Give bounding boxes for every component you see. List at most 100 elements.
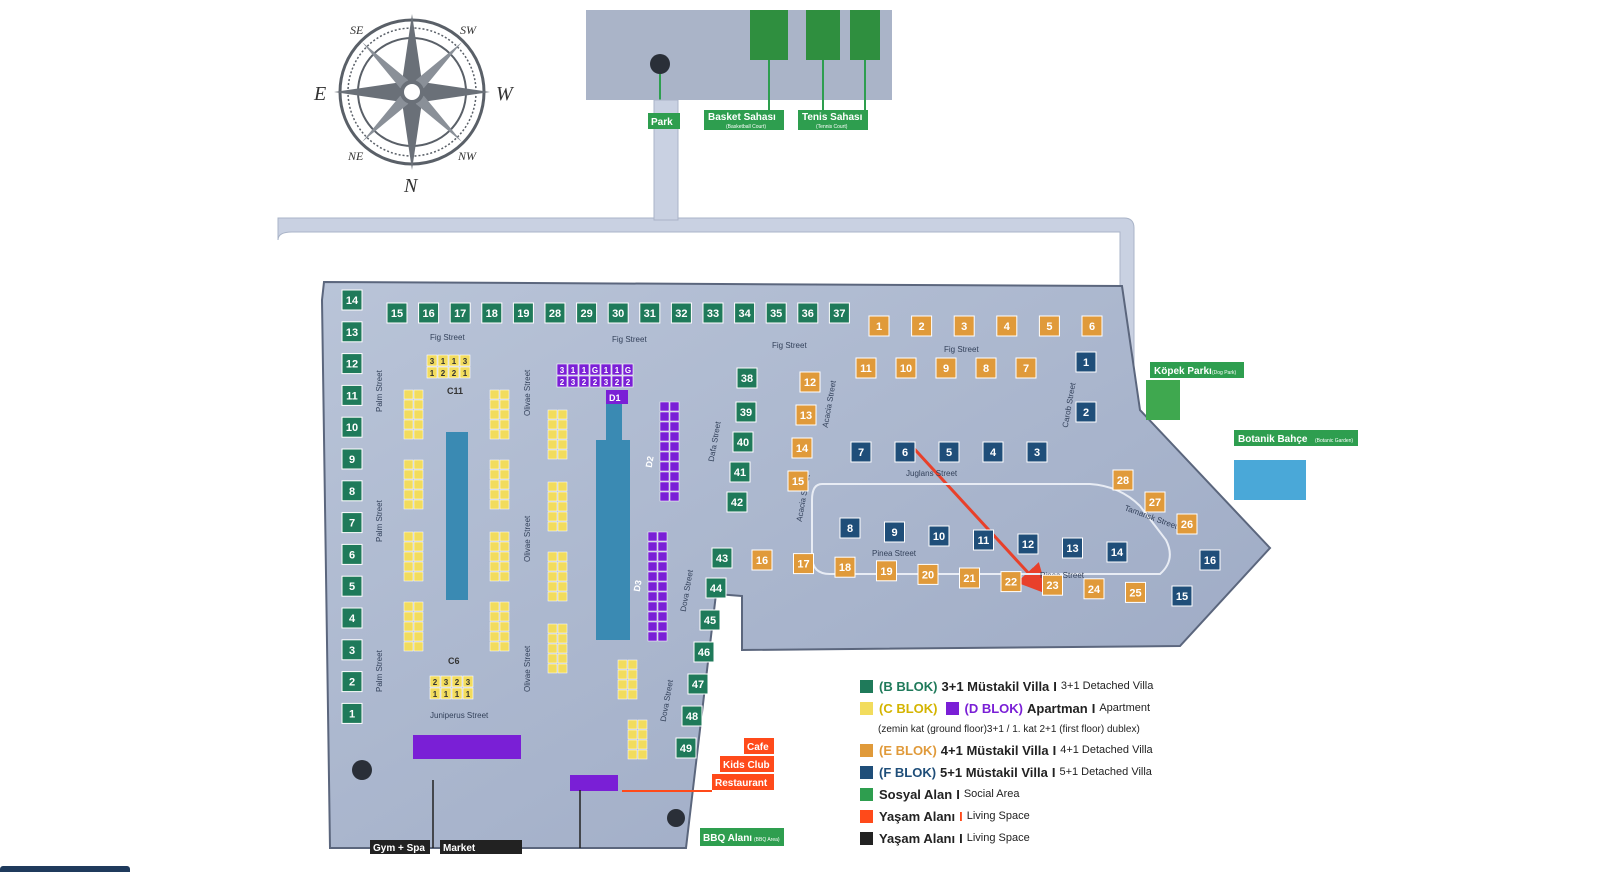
lot-e-acacia-14[interactable]: 14 [791, 437, 813, 459]
lot-f-row-5[interactable]: 5 [938, 441, 960, 463]
lot-e-bottom-17[interactable]: 17 [793, 553, 814, 575]
lot-f-right-15[interactable]: 15 [1171, 585, 1193, 607]
facility-restaurant[interactable]: Restaurant [712, 774, 774, 790]
d1-top-unit-5[interactable]: 1 [611, 363, 623, 376]
lot-b-left-4[interactable]: 4 [341, 607, 363, 629]
lot-b-left-6[interactable]: 6 [341, 543, 363, 565]
lot-b-top-37[interactable]: 37 [828, 302, 850, 324]
c-cluster-olivae-0[interactable] [547, 409, 568, 460]
lot-f-inner-11[interactable]: 11 [973, 529, 994, 551]
c11-top-unit-0[interactable]: 3 [426, 354, 438, 367]
lot-b-top-16[interactable]: 16 [418, 302, 440, 324]
lot-b-top-29[interactable]: 29 [576, 302, 598, 324]
d1-bot-unit-6[interactable]: 2 [622, 375, 634, 388]
lot-e-top-4[interactable]: 4 [996, 315, 1018, 337]
c-cluster-east-3[interactable] [489, 601, 510, 652]
lot-b-left-1[interactable]: 1 [341, 702, 363, 724]
c11-bot-unit-3[interactable]: 1 [459, 366, 471, 379]
facility-bbq[interactable]: BBQ Alanı (BBQ Area) [700, 828, 784, 846]
d1-bot-unit-4[interactable]: 3 [600, 375, 612, 388]
lot-e-row2-9[interactable]: 9 [935, 357, 957, 379]
lot-f-carob-2[interactable]: 2 [1075, 401, 1097, 423]
c-cluster-dova-1[interactable] [627, 719, 648, 760]
lot-b-left-11[interactable]: 11 [341, 384, 363, 406]
lot-b-dafa-46[interactable]: 46 [693, 641, 715, 663]
c6-top-unit-3[interactable]: 3 [462, 675, 474, 688]
d1-top-unit-2[interactable]: 1 [578, 363, 590, 376]
lot-e-row2-11[interactable]: 11 [855, 357, 877, 379]
c6-top-unit-0[interactable]: 2 [429, 675, 441, 688]
c-cluster-west-3[interactable] [403, 601, 424, 652]
lot-e-right-26[interactable]: 26 [1176, 513, 1198, 535]
lot-b-top-18[interactable]: 18 [481, 302, 503, 324]
c6-bot-unit-0[interactable]: 1 [429, 687, 441, 700]
lot-b-top-17[interactable]: 17 [449, 302, 471, 324]
lot-f-inner-13[interactable]: 13 [1062, 537, 1083, 559]
lot-b-top-35[interactable]: 35 [765, 302, 787, 324]
c-cluster-west-1[interactable] [403, 459, 424, 510]
lot-f-inner-10[interactable]: 10 [928, 525, 950, 547]
lot-b-dafa-48[interactable]: 48 [681, 705, 703, 727]
lot-b-dafa-45[interactable]: 45 [699, 609, 721, 631]
c-cluster-dova-0[interactable] [617, 659, 638, 700]
lot-b-top-32[interactable]: 32 [670, 302, 692, 324]
d1-bot-unit-1[interactable]: 3 [567, 375, 579, 388]
d1-top-unit-6[interactable]: G [622, 363, 634, 376]
facility-botanic-garden[interactable]: Botanik Bahçe (Botanic Garden) [1234, 430, 1358, 446]
lot-b-left-2[interactable]: 2 [341, 671, 363, 693]
lot-e-bottom-19[interactable]: 19 [876, 560, 897, 582]
lot-f-row-7[interactable]: 7 [850, 441, 872, 463]
lot-b-left-13[interactable]: 13 [341, 321, 363, 343]
c-cluster-olivae-3[interactable] [547, 623, 568, 674]
lot-e-bottom-25[interactable]: 25 [1125, 581, 1146, 603]
lot-f-inner-9[interactable]: 9 [884, 521, 905, 543]
c6-top-unit-2[interactable]: 2 [451, 675, 463, 688]
d2-cluster[interactable] [659, 401, 680, 502]
lot-f-row-4[interactable]: 4 [982, 441, 1004, 463]
lot-e-acacia-13[interactable]: 13 [795, 404, 817, 426]
lot-b-top-19[interactable]: 19 [512, 302, 534, 324]
d1-bot-unit-0[interactable]: 2 [556, 375, 568, 388]
lot-b-left-3[interactable]: 3 [341, 639, 363, 661]
lot-b-left-9[interactable]: 9 [341, 448, 363, 470]
lot-e-acacia-15[interactable]: 15 [787, 470, 809, 492]
lot-f-inner-8[interactable]: 8 [839, 517, 861, 539]
lot-e-top-1[interactable]: 1 [868, 315, 890, 337]
d1-bot-unit-2[interactable]: 2 [578, 375, 590, 388]
facility-dog-park[interactable]: Köpek Parkı (Dog Park) [1150, 362, 1244, 378]
lot-b-dafa-47[interactable]: 47 [687, 673, 709, 695]
c11-bot-unit-2[interactable]: 2 [448, 366, 460, 379]
facility-basketball[interactable]: Basket Sahası (Basketball Court) [704, 110, 784, 130]
facility-gym-spa[interactable]: Gym + Spa [370, 840, 430, 854]
lot-f-inner-12[interactable]: 12 [1017, 533, 1039, 555]
lot-b-top-28[interactable]: 28 [544, 302, 566, 324]
lot-b-left-10[interactable]: 10 [341, 416, 363, 438]
lot-e-right-27[interactable]: 27 [1144, 491, 1166, 513]
lot-e-row2-10[interactable]: 10 [895, 357, 917, 379]
lot-e-bottom-18[interactable]: 18 [834, 556, 856, 578]
lot-e-top-2[interactable]: 2 [911, 315, 933, 337]
lot-b-dafa-41[interactable]: 41 [729, 461, 751, 483]
lot-b-dafa-39[interactable]: 39 [735, 401, 757, 423]
lot-b-dafa-42[interactable]: 42 [726, 491, 748, 513]
d1-top-unit-0[interactable]: 3 [556, 363, 568, 376]
lot-e-top-6[interactable]: 6 [1081, 315, 1103, 337]
c6-bot-unit-2[interactable]: 1 [451, 687, 463, 700]
lot-e-bottom-21[interactable]: 21 [959, 567, 980, 589]
facility-tennis[interactable]: Tenis Sahası (Tennis Court) [798, 110, 868, 130]
c6-top-unit-1[interactable]: 3 [440, 675, 452, 688]
lot-b-dafa-40[interactable]: 40 [732, 431, 754, 453]
lot-f-row-6[interactable]: 6 [894, 441, 916, 463]
lot-b-top-15[interactable]: 15 [386, 302, 408, 324]
c11-bot-unit-1[interactable]: 2 [437, 366, 449, 379]
lot-e-bottom-20[interactable]: 20 [917, 563, 939, 585]
c11-top-unit-2[interactable]: 1 [448, 354, 460, 367]
lot-e-right-28[interactable]: 28 [1112, 469, 1134, 491]
c-cluster-west-0[interactable] [403, 389, 424, 440]
d1-top-unit-4[interactable]: 1 [600, 363, 612, 376]
c6-bot-unit-3[interactable]: 1 [462, 687, 474, 700]
lot-b-top-33[interactable]: 33 [702, 302, 724, 324]
lot-f-carob-1[interactable]: 1 [1075, 351, 1097, 373]
lot-e-row2-7[interactable]: 7 [1015, 357, 1037, 379]
lot-e-top-3[interactable]: 3 [953, 315, 975, 337]
